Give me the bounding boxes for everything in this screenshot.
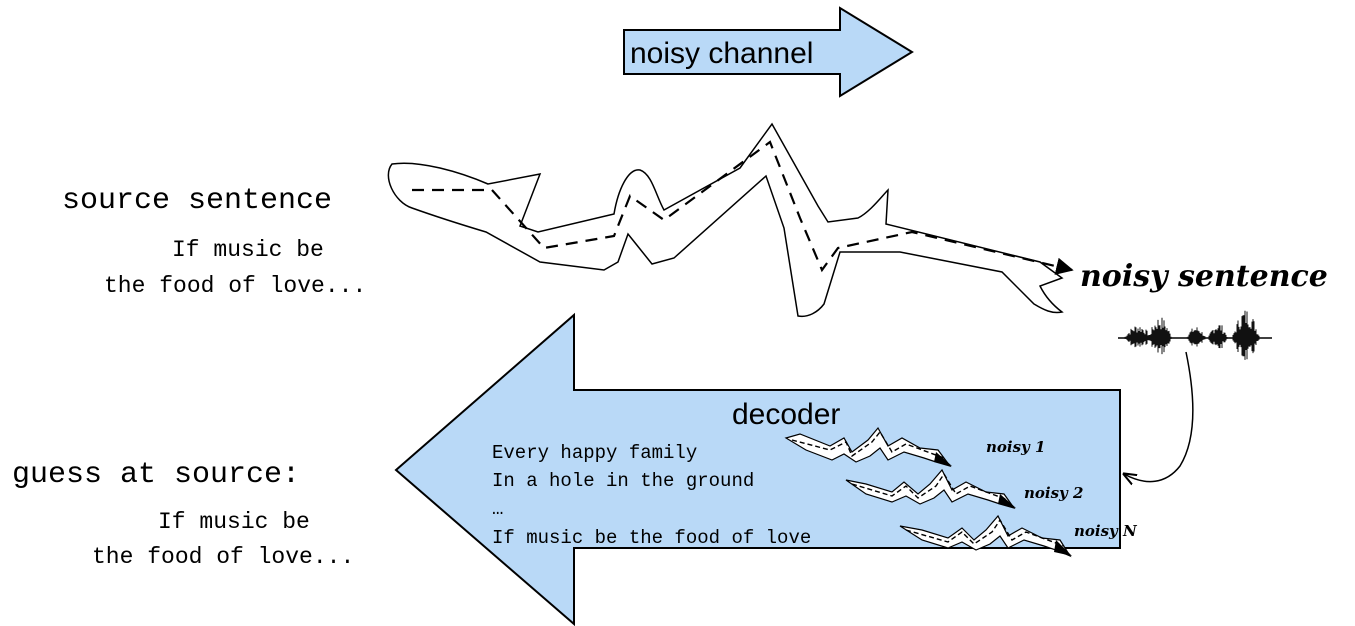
channel-path-dashed bbox=[412, 140, 1074, 275]
candidate-1: Every happy family bbox=[492, 442, 697, 464]
candidate-ellipsis: … bbox=[492, 498, 503, 520]
candidate-2: In a hole in the ground bbox=[492, 470, 754, 492]
guess-block: guess at source: If music be the food of… bbox=[12, 458, 354, 570]
guess-line-1: If music be bbox=[158, 509, 310, 535]
audio-waveform bbox=[1118, 310, 1272, 360]
source-line-2: the food of love... bbox=[104, 273, 366, 299]
channel-band-shape bbox=[387, 122, 1064, 318]
noisy-channel-arrow-shape bbox=[623, 6, 914, 98]
mini-channel-2 bbox=[845, 468, 1016, 510]
source-line-1: If music be bbox=[172, 237, 324, 263]
mini-channels: noisy 1 noisy 2 noisy N bbox=[784, 426, 1138, 558]
decoder-arrow: decoder Every happy family In a hole in … bbox=[394, 312, 1121, 626]
noisy-channel-arrow: noisy channel bbox=[623, 6, 914, 98]
channel-band bbox=[387, 122, 1074, 318]
source-block: source sentence If music be the food of … bbox=[62, 184, 366, 299]
noisy-sentence-label: noisy sentence bbox=[1080, 259, 1328, 294]
source-title: source sentence bbox=[62, 184, 332, 218]
noisy-sentence-block: noisy sentence bbox=[1080, 259, 1328, 360]
noisy-2-label: noisy 2 bbox=[1024, 484, 1083, 502]
mini-channel-1 bbox=[784, 426, 952, 468]
guess-line-2: the food of love... bbox=[92, 544, 354, 570]
decoder-arrow-shape bbox=[394, 312, 1121, 626]
noisy-channel-label: noisy channel bbox=[630, 37, 813, 70]
candidate-3: If music be the food of love bbox=[492, 527, 811, 549]
noisy-1-label: noisy 1 bbox=[986, 438, 1045, 456]
decoder-label: decoder bbox=[732, 398, 840, 431]
guess-title: guess at source: bbox=[12, 458, 300, 492]
waveform-to-decoder-connector bbox=[1124, 351, 1194, 482]
mini-channel-3 bbox=[899, 514, 1072, 558]
noisy-n-label: noisy N bbox=[1074, 522, 1138, 540]
